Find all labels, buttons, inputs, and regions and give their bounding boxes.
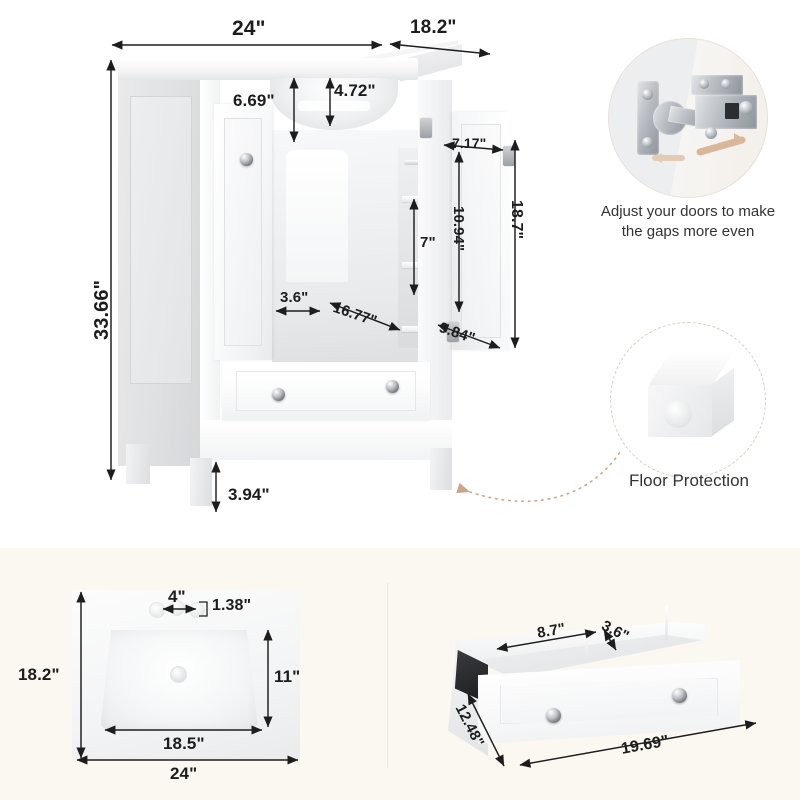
- sink-drain: [170, 666, 187, 683]
- dim-basin-width: 18.5": [163, 734, 205, 753]
- dim-hole-diameter: 1.38": [212, 597, 252, 614]
- hinge-caption: Adjust your doors to make the gaps more …: [576, 202, 800, 241]
- cabinet-door-left: [214, 104, 272, 360]
- drawer-knob-left: [272, 388, 285, 401]
- floor-protection-pad-illustration: [648, 352, 734, 438]
- drawer-divider-1: [585, 625, 588, 663]
- dim-depth: 18.2": [410, 17, 457, 38]
- door-knob-left: [240, 153, 253, 166]
- dim-shelf-gap: 7": [420, 234, 436, 251]
- dim-height: 33.66": [91, 279, 113, 340]
- drawer-view-knob-left: [546, 708, 561, 723]
- drawer-knob-right: [386, 380, 399, 393]
- drawer-divider-3: [665, 605, 668, 641]
- cabinet-leg-front-right: [430, 448, 452, 490]
- hinge-door-right-icon: [503, 146, 515, 166]
- faucet-hole-right: [189, 602, 205, 618]
- cabinet-drawer-front: [222, 362, 430, 420]
- dim-sink-clearance: 6.69": [233, 91, 275, 110]
- dim-basin-height: 11": [274, 667, 301, 686]
- dim-door-opening: 18.7": [508, 200, 525, 240]
- dim-side-cabinet: 10.94": [450, 206, 467, 252]
- dim-shelf-width: 7.17": [452, 135, 487, 151]
- drawer-view-knob-right: [672, 688, 687, 703]
- hinge-caption-line1: Adjust your doors to make: [600, 203, 776, 220]
- dim-left-inset: 3.6": [280, 289, 309, 306]
- cabinet-leg-front-left: [190, 458, 212, 506]
- dim-width: 24": [232, 17, 266, 40]
- dim-sink-width: 24": [170, 764, 198, 783]
- faucet-hole-left: [149, 602, 165, 618]
- dim-leg-height: 3.94": [228, 485, 270, 504]
- cabinet-leg-rear-left: [126, 444, 150, 484]
- dim-faucet-spread: 4": [168, 587, 186, 606]
- dim-sink-depth: 18.2": [18, 665, 60, 684]
- panel-divider: [387, 583, 388, 768]
- floor-protection-caption: Floor Protection: [629, 471, 749, 490]
- hinge-callout-circle: [608, 38, 768, 198]
- hinge-upper-icon: [420, 118, 432, 138]
- dim-bowl-drop: 4.72": [334, 81, 376, 100]
- hinge-caption-line2: the gaps more even: [621, 222, 755, 240]
